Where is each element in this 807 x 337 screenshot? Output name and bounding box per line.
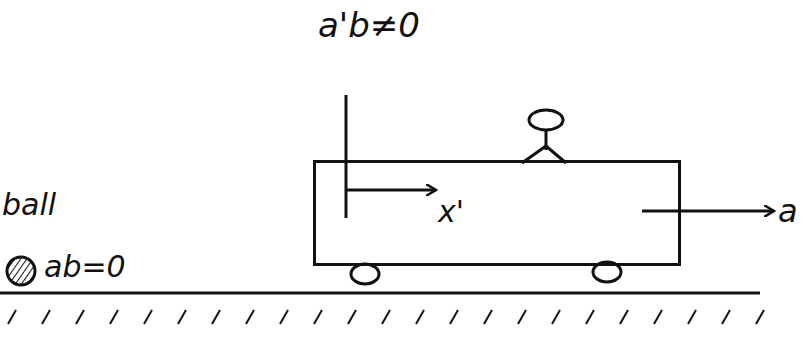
axis-label: x': [438, 197, 464, 227]
acceleration-label: a: [778, 195, 798, 227]
person-head: [529, 110, 563, 130]
cart-box: x': [313, 160, 681, 266]
x-axis-arrow: [346, 189, 436, 192]
acceleration-label: ab=0: [44, 252, 126, 282]
ground-line: [0, 292, 760, 295]
ball: [7, 257, 35, 285]
wheel: [351, 264, 379, 284]
frame-axis: [345, 95, 348, 218]
object-label: ball: [2, 190, 56, 220]
acceleration-arrow: [642, 210, 774, 213]
acceleration-label: a'b≠0: [318, 8, 420, 42]
ground-hatch: [8, 310, 764, 324]
